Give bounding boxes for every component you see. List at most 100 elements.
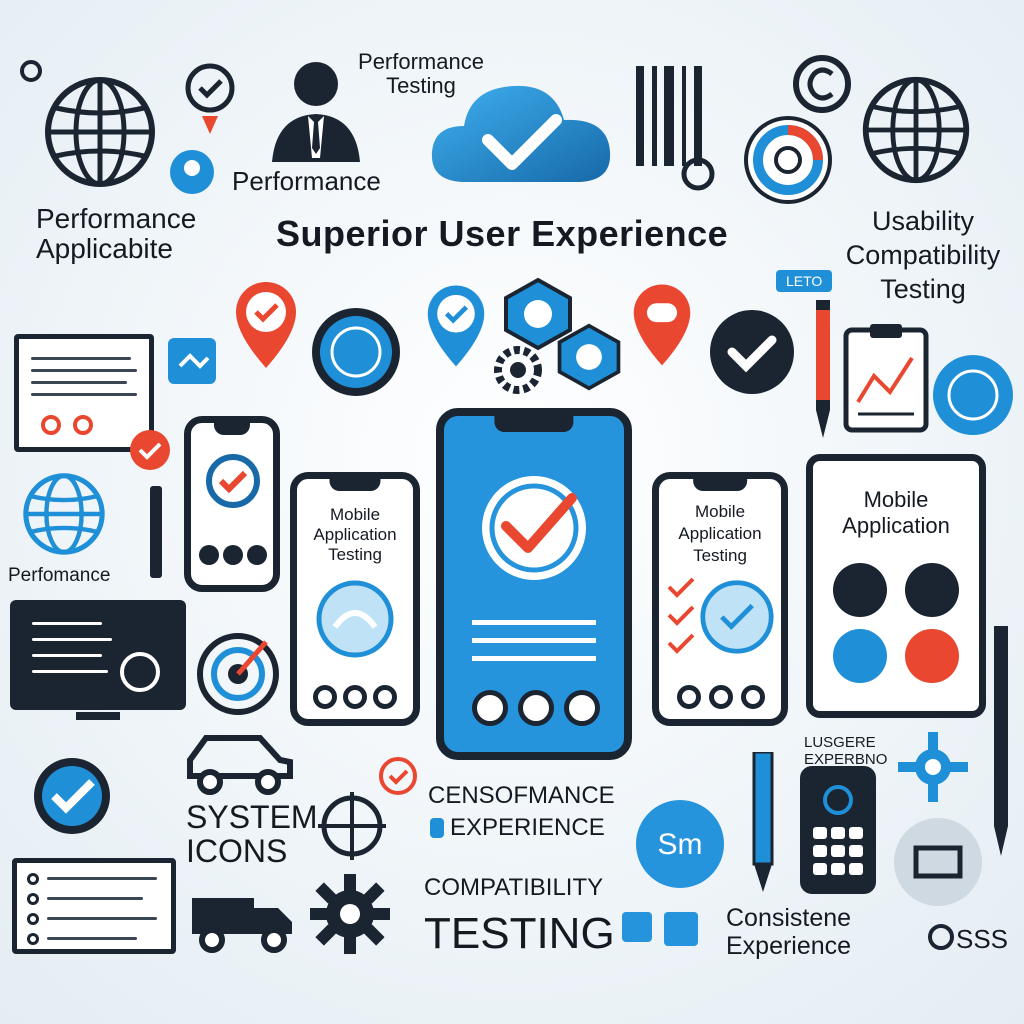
blue-badge-icon: [312, 308, 400, 396]
performance-left-line1: Performance: [36, 203, 197, 234]
compat-label: COMPATIBILITY: [424, 874, 604, 901]
keypad-phone-icon: [800, 766, 876, 894]
person-icon: [272, 62, 360, 162]
badge: LETO: [776, 270, 833, 292]
experience-mid-label: EXPERIENCE: [450, 814, 605, 841]
system-line2: ICONS: [186, 833, 288, 869]
performance-top-label: Performance: [232, 166, 381, 196]
globe-icon: [23, 473, 105, 555]
lusgere-line1: LUSGERE: [804, 734, 876, 751]
gear-icon: [898, 732, 968, 802]
phone-right-line2: Application: [678, 524, 762, 543]
phone-checkmark: [184, 416, 280, 592]
map-pin-check-icon: [427, 285, 485, 367]
performance-testing-line1: Performance: [358, 49, 484, 74]
hexagon-icon: [557, 323, 621, 391]
pencil-icon: [994, 626, 1008, 856]
monitor-stand: [76, 712, 120, 720]
location-badge-icon: [170, 150, 214, 194]
checkmark-badge-icon: [34, 758, 110, 834]
performance-testing-label: Performance Testing: [352, 50, 490, 98]
small-circle-icon: [928, 924, 954, 950]
system-icons-label: SYSTEM ICONS: [186, 800, 318, 868]
hexagon-icon: [504, 277, 572, 351]
document-panel: [14, 334, 154, 452]
checkmark-badge-icon: [379, 757, 417, 795]
app-button[interactable]: [564, 690, 600, 726]
globe-icon: [862, 76, 970, 184]
truck-icon: [192, 898, 292, 953]
usability-line2: Compatibility: [845, 240, 1001, 270]
clipboard-chart-icon: [843, 324, 929, 433]
performance-left-label: Performance Applicabite: [36, 204, 196, 264]
gear-icon: [310, 874, 390, 954]
small-circle-icon: [20, 60, 42, 82]
censormance-label: CENSOFMANCE: [428, 782, 615, 809]
phone-left-text: Mobile Application Testing: [297, 505, 413, 565]
performance-testing-line2: Testing: [386, 73, 456, 98]
tablet-text: Mobile Application: [813, 487, 979, 539]
tablet-mobile-application: Mobile Application: [806, 454, 986, 718]
app-button[interactable]: [518, 690, 554, 726]
app-button[interactable]: [472, 690, 508, 726]
consistent-line2: Experience: [726, 932, 852, 960]
gear-icon: [494, 346, 542, 394]
list-panel: [12, 858, 176, 954]
phone-left-line2: Application: [313, 525, 397, 544]
phone-right-text: Mobile Application Testing: [659, 501, 781, 567]
system-line1: SYSTEM: [186, 799, 318, 835]
target-icon: [197, 633, 279, 715]
usability-label: Usability Compatibility Testing: [830, 204, 1016, 306]
check-circle-icon: [700, 580, 774, 654]
lusgere-line2: EXPERBNO: [804, 751, 888, 768]
cloud-check-icon: [431, 85, 611, 182]
phone-main: [436, 408, 632, 760]
blue-circle-icon: [933, 355, 1013, 435]
performance-small-label: Perfomance: [8, 565, 111, 586]
pencil-icon: [816, 300, 830, 438]
speed-icon: [316, 580, 394, 658]
consistent-label: Consistene Experience: [726, 904, 851, 960]
car-icon: [187, 735, 293, 795]
small-blue-square: [664, 912, 698, 946]
target-pin-icon: [185, 63, 235, 134]
performance-left-line2: Applicabite: [36, 233, 173, 264]
donut-chart-icon: [744, 116, 832, 204]
check-circle-icon: [206, 454, 260, 508]
sm-circle-icon: Sm: [636, 800, 724, 888]
usability-line1: Usability: [871, 206, 975, 236]
headline: Superior User Experience: [276, 213, 729, 254]
lusgere-label: LUSGERE EXPERBNO: [804, 734, 887, 768]
map-pin-icon: [633, 284, 691, 366]
tablet-line1: Mobile: [863, 487, 929, 512]
phone-left-line3: Testing: [328, 545, 382, 564]
vertical-bar: [150, 486, 162, 578]
badge-text: LETO: [786, 273, 823, 289]
crosshair-icon: [318, 792, 386, 860]
bullet: [430, 818, 444, 838]
check-circle-icon: [482, 476, 586, 580]
globe-icon: [45, 77, 155, 187]
sm-circle-text: Sm: [658, 828, 703, 861]
phone-right-line1: Mobile: [694, 502, 746, 521]
monitor-icon: [10, 600, 186, 710]
barcode-icon: [636, 66, 715, 191]
sss-label: SSS: [956, 924, 1009, 954]
checkmark-badge-icon: [130, 430, 170, 470]
tablet-line2: Application: [842, 513, 950, 538]
document-circle-icon: [894, 818, 982, 906]
small-blue-square: [622, 912, 652, 942]
phone-mobile-testing-right: Mobile Application Testing: [652, 472, 788, 726]
phone-left-line1: Mobile: [329, 505, 381, 524]
testing-big-label: TESTING: [424, 909, 615, 958]
checkmark-badge-icon: [710, 310, 794, 394]
phone-mobile-testing-left: Mobile Application Testing: [290, 472, 420, 726]
map-pin-check-icon: [236, 282, 296, 368]
copyright-icon: [793, 55, 851, 113]
checklist-icon: [667, 577, 695, 654]
usability-line3: Testing: [880, 274, 966, 304]
consistent-line1: Consistene: [726, 904, 852, 932]
image-icon: [168, 338, 216, 384]
pencil-icon: [752, 752, 774, 892]
